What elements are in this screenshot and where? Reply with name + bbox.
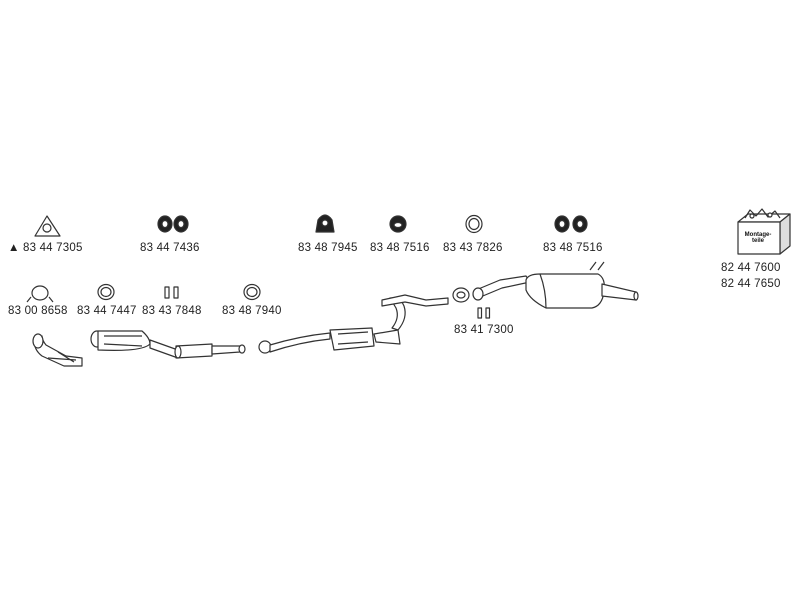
- part-number-ring-2: 83 44 7447: [77, 305, 137, 317]
- mounting-kit-label: Montage-teile: [744, 232, 772, 244]
- rubber-mount-oval-icon: [389, 215, 407, 233]
- sealing-ring-icon: [243, 283, 261, 301]
- bolt-icon: [477, 307, 491, 319]
- part-number-center-bolts: 83 41 7300: [454, 324, 514, 336]
- catalytic-converter-icon: [90, 330, 246, 359]
- mounting-kit-box-icon: [737, 208, 791, 255]
- bolt-icon: [164, 286, 179, 299]
- part-number-ring-1: 83 43 7826: [443, 242, 503, 254]
- part-number-mount-single: 83 48 7945: [298, 242, 358, 254]
- part-number-clamp: 83 00 8658: [8, 305, 68, 317]
- clamp-icon: [26, 285, 54, 303]
- part-number-ring-3: 83 48 7940: [222, 305, 282, 317]
- rear-pipe-icon: [381, 275, 531, 307]
- rubber-mount-pair-icon: [157, 215, 189, 233]
- part-number-mounts-1: 83 44 7436: [140, 242, 200, 254]
- part-number-mounting-kit-2: 82 44 7650: [721, 278, 781, 290]
- part-number-mounting-kit-1: 82 44 7600: [721, 262, 781, 274]
- middle-pipe-icon: [258, 297, 406, 354]
- part-number-mount-2: 83 48 7516: [370, 242, 430, 254]
- sealing-ring-icon: [465, 214, 483, 234]
- triangle-gasket-icon: [34, 215, 61, 237]
- rubber-mount-pair-icon: [554, 215, 588, 233]
- part-number-bolts: 83 43 7848: [142, 305, 202, 317]
- rubber-mount-icon: [315, 214, 335, 233]
- sealing-ring-icon: [97, 283, 115, 301]
- part-number-mounts-2: 83 48 7516: [543, 242, 603, 254]
- part-number-gasket: ▲ 83 44 7305: [8, 242, 83, 254]
- front-pipe-icon: [32, 333, 83, 367]
- rear-muffler-icon: [525, 261, 639, 309]
